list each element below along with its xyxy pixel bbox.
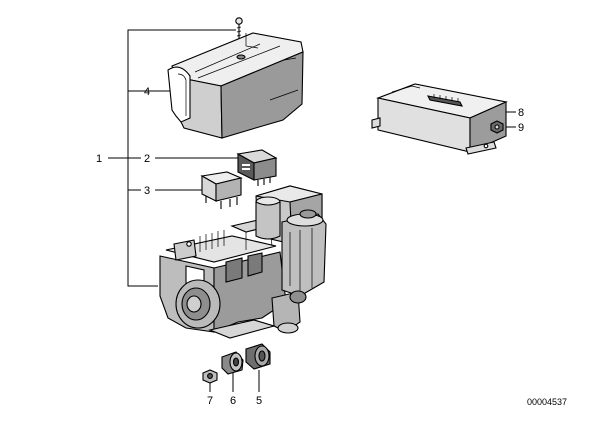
- callout-7: 7: [207, 395, 213, 407]
- drawing-number: 00004537: [527, 397, 567, 407]
- relay-part-2: [236, 149, 278, 186]
- callout-6: 6: [230, 395, 236, 407]
- hydraulic-unit-part-1: [159, 185, 327, 339]
- callout-2: 2: [144, 153, 150, 165]
- relay-part-3: [200, 171, 243, 209]
- mount-parts: [202, 343, 271, 384]
- callout-9: 9: [518, 122, 524, 134]
- callout-labels: 1 2 3 4 5 6 7 8 9: [96, 86, 524, 407]
- callout-5: 5: [256, 395, 262, 407]
- control-unit-part-8: [371, 83, 508, 155]
- callout-1: 1: [96, 153, 102, 165]
- callout-3: 3: [144, 185, 150, 197]
- callout-4: 4: [144, 86, 150, 98]
- callout-8: 8: [518, 107, 524, 119]
- cover-part: [167, 17, 304, 139]
